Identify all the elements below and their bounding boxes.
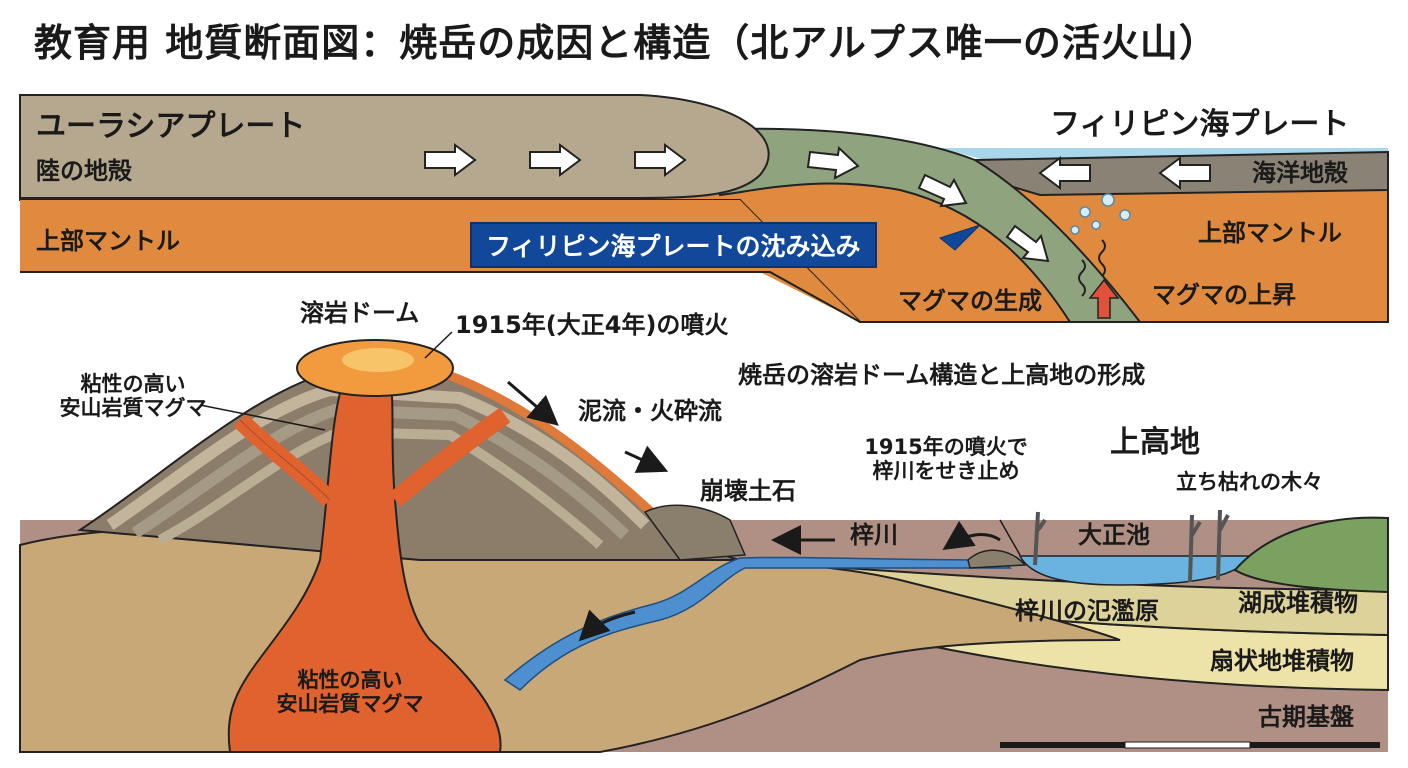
section-title: 焼岳の溶岩ドーム構造と上高地の形成 [738,362,1145,390]
dead-trees-label: 立ち枯れの木々 [1176,470,1323,494]
subduction-banner: フィリピン海プレートの沈み込み [470,222,877,268]
debris-label: 崩壊土石 [700,478,796,506]
continental-crust-label: 陸の地殻 [36,158,132,186]
dam-label: 1915年の噴火で 梓川をせき止め [836,435,1056,483]
viscous-magma-upper-line1: 粘性の高い [38,372,228,396]
river-label: 梓川 [850,522,898,550]
eurasian-plate-label: ユーラシアプレート [36,110,305,145]
fan-deposits-label: 扇状地堆積物 [1210,648,1354,676]
upper-mantle-left-label: 上部マントル [36,228,180,256]
dam-line2: 梓川をせき止め [836,459,1056,483]
dam-line1: 1915年の噴火で [836,435,1056,459]
lava-dome-label: 溶岩ドーム [300,300,419,328]
basement-label: 古期基盤 [1258,704,1354,732]
mudflow-label: 泥流・火砕流 [578,398,722,426]
magma-generation-label: マグマの生成 [898,288,1042,316]
magma-rise-label: マグマの上昇 [1152,282,1296,310]
viscous-magma-lower-label: 粘性の高い 安山岩質マグマ [250,668,450,716]
kamikochi-label: 上高地 [1110,426,1200,461]
viscous-magma-lower-line1: 粘性の高い [250,668,450,692]
upper-mantle-right-label: 上部マントル [1198,220,1342,248]
lake-deposits-label: 湖成堆積物 [1238,590,1358,618]
philippine-plate-label: フィリピン海プレート [1050,108,1349,143]
scale-bar [1000,742,1380,748]
page-title: 教育用 地質断面図：焼岳の成因と構造（北アルプス唯一の活火山） [34,12,1218,67]
floodplain-label: 梓川の氾濫原 [1015,598,1159,626]
viscous-magma-upper-label: 粘性の高い 安山岩質マグマ [38,372,228,420]
pond-label: 大正池 [1078,522,1150,550]
viscous-magma-lower-line2: 安山岩質マグマ [250,692,450,716]
oceanic-crust-label: 海洋地殻 [1252,160,1348,188]
eruption-1915-label: 1915年(大正4年)の噴火 [455,312,728,340]
viscous-magma-upper-line2: 安山岩質マグマ [38,396,228,420]
